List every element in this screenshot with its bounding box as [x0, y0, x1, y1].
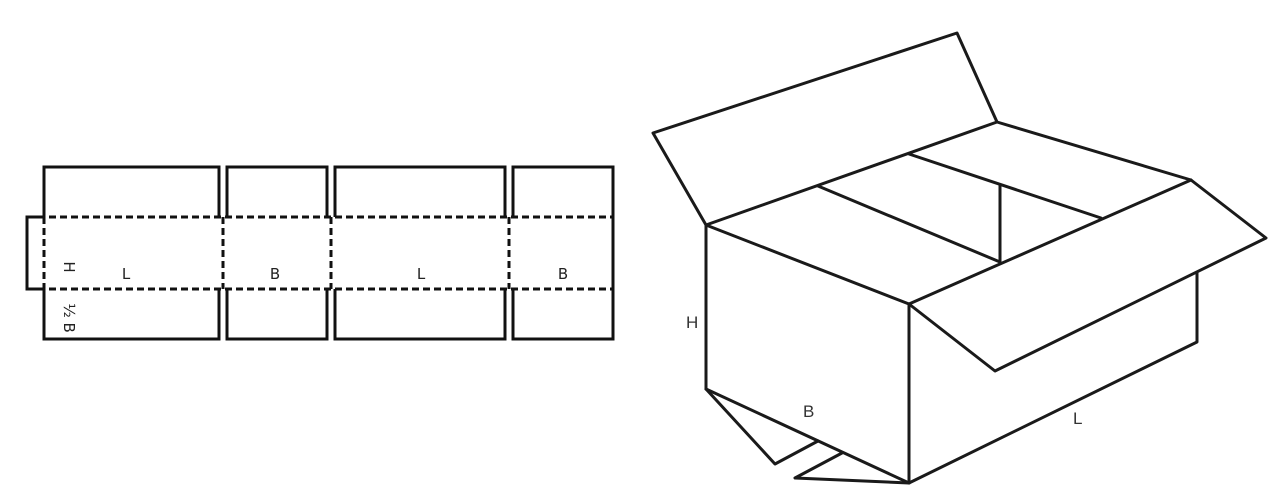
inner-divider-2	[907, 152, 1103, 220]
rim-front-right	[907, 178, 1193, 306]
rim-back-right	[995, 120, 1193, 182]
rim-front-left	[704, 223, 911, 306]
glue-flap	[25, 215, 44, 291]
bottom-left-edge	[704, 387, 911, 485]
right-face	[907, 271, 1199, 485]
panel-1-top-flap	[42, 165, 221, 217]
net-label-length-2: L	[417, 265, 426, 283]
net-label-breadth-2: B	[558, 265, 568, 283]
net-label-half-breadth: ½ B	[60, 303, 78, 333]
flat-net: H ½ B L B L B	[25, 165, 615, 341]
back-flap	[651, 31, 999, 227]
inner-divider-1	[816, 184, 1002, 264]
net-label-breadth-1: B	[270, 265, 280, 283]
panel-2-bottom-flap	[225, 289, 329, 341]
right-flap	[907, 178, 1268, 373]
panel-3-bottom-flap	[333, 289, 507, 341]
panel-4-top-flap	[511, 165, 615, 217]
bottom-flap-2	[793, 451, 911, 485]
panel-2-top-flap	[225, 165, 329, 217]
box-label-height: H	[686, 313, 698, 332]
panel-1-bottom-flap	[42, 289, 221, 341]
box-label-breadth: B	[803, 402, 814, 421]
panel-4-bottom-flap	[511, 289, 615, 341]
panel-3-top-flap	[333, 165, 507, 217]
net-label-height: H	[60, 261, 78, 272]
bottom-flap-1	[704, 387, 820, 466]
net-label-length-1: L	[122, 265, 131, 283]
box-label-length: L	[1073, 409, 1082, 428]
box-3d: H B L	[651, 31, 1268, 485]
